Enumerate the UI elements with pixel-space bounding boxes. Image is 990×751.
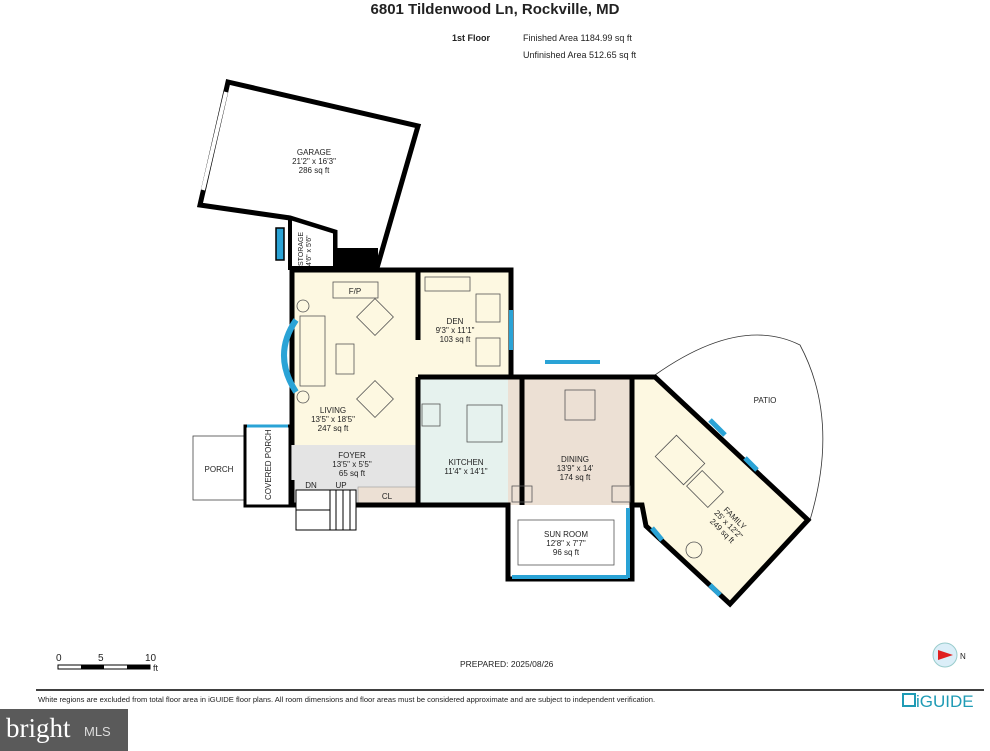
porch <box>192 435 246 501</box>
storage-label: STORAGE <box>298 232 305 266</box>
garage-area: 286 sq ft <box>299 166 330 175</box>
kitchen <box>418 377 522 505</box>
floor-name: 1st Floor <box>452 33 491 43</box>
page-title: 6801 Tildenwood Ln, Rockville, MD <box>371 1 620 18</box>
scale-bar: 0 5 10 ft <box>56 653 159 673</box>
patio-label: PATIO <box>754 396 777 405</box>
living-area: 247 sq ft <box>318 424 349 433</box>
den-area: 103 sq ft <box>440 335 471 344</box>
living-dims: 13'5" x 18'5" <box>311 415 355 424</box>
kitchen-label: KITCHEN <box>448 458 483 467</box>
scale-tick-0: 0 <box>56 653 62 664</box>
sun-room <box>508 507 632 579</box>
fireplace-chimney <box>335 248 378 268</box>
scale-tick-10: 10 <box>145 653 157 664</box>
brand-name: iGUIDE <box>916 692 974 711</box>
patio <box>654 334 824 521</box>
disclaimer: White regions are excluded from total fl… <box>38 695 655 704</box>
sunroom-label: SUN ROOM <box>544 530 588 539</box>
storage-dims: 4'6" x 5'6" <box>306 235 313 266</box>
furniture <box>296 276 724 566</box>
closet-label: CL <box>382 492 393 501</box>
compass-icon: N <box>932 642 966 668</box>
dining-label: DINING <box>561 455 589 464</box>
dining-dims: 13'9" x 14' <box>557 464 594 473</box>
foyer-area: 65 sq ft <box>339 469 366 478</box>
bright-mls-watermark: bright MLS <box>0 709 128 751</box>
covered-porch-label: COVERED PORCH <box>264 429 273 500</box>
foyer-label: FOYER <box>338 451 366 460</box>
watermark-main: bright <box>6 713 71 743</box>
iguide-logo: iGUIDE <box>902 692 974 711</box>
stairs-up-label: UP <box>335 481 346 490</box>
dining-area: 174 sq ft <box>560 473 591 482</box>
den-dims: 9'3" x 11'1" <box>436 326 475 335</box>
living-label: LIVING <box>320 406 346 415</box>
sunroom-area: 96 sq ft <box>553 548 580 557</box>
fireplace-label: F/P <box>349 287 361 296</box>
prepared-date: PREPARED: 2025/08/26 <box>460 659 554 669</box>
dining <box>508 377 632 505</box>
garage-label: GARAGE <box>297 148 331 157</box>
stairs-down-label: DN <box>305 481 317 490</box>
unfinished-area: Unfinished Area 512.65 sq ft <box>523 50 637 60</box>
sunroom-dims: 12'8" x 7'7" <box>546 539 586 548</box>
foyer-dims: 13'5" x 5'5" <box>332 460 372 469</box>
finished-area: Finished Area 1184.99 sq ft <box>523 33 632 43</box>
den-label: DEN <box>447 317 464 326</box>
living-room <box>292 270 418 445</box>
stairs <box>295 489 357 531</box>
scale-tick-5: 5 <box>98 653 104 664</box>
kitchen-dims: 11'4" x 14'1" <box>444 467 487 476</box>
compass-label: N <box>960 652 966 661</box>
garage-dims: 21'2" x 16'3" <box>292 157 336 166</box>
scale-unit: ft <box>153 663 159 673</box>
den <box>418 270 511 377</box>
watermark-sub: MLS <box>84 724 111 739</box>
porch-label: PORCH <box>205 465 234 474</box>
